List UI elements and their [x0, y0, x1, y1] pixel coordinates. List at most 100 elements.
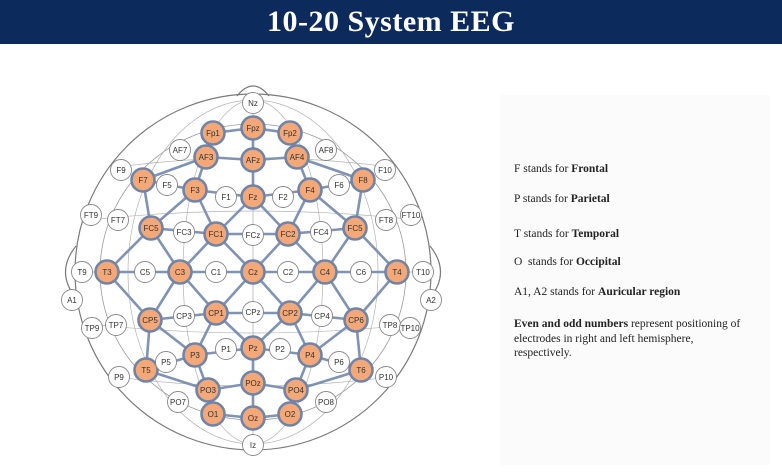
electrode-p4-label: P4: [305, 351, 315, 360]
legend-occipital-term: Occipital: [575, 256, 621, 268]
electrode-c6-marker: [350, 261, 372, 283]
electrode-ft7-marker: [107, 209, 129, 231]
legend-occipital: O stands for Occipital: [514, 256, 621, 268]
electrode-t9-label: T9: [77, 268, 87, 277]
electrode-t3: T3: [94, 259, 120, 285]
electrode-iz-marker: [242, 434, 264, 456]
electrode-po8-marker: [315, 391, 337, 413]
electrode-fp2-label: Fp2: [283, 129, 297, 138]
electrode-t10-label: T10: [416, 268, 430, 277]
electrode-ft9: FT9: [80, 204, 102, 226]
electrode-afz-label: AFz: [246, 156, 260, 165]
electrode-cp4-marker: [311, 305, 333, 327]
electrode-af3: AF3: [193, 144, 219, 170]
electrode-f9-label: F9: [116, 166, 126, 175]
electrode-o2: O2: [277, 401, 303, 427]
electrode-fpz: Fpz: [240, 115, 266, 141]
electrode-o1: O1: [200, 401, 226, 427]
legend-numbers-term: Even and odd numbers: [514, 318, 629, 330]
electrode-p3: P3: [182, 342, 208, 368]
electrode-ft7-label: FT7: [111, 216, 126, 225]
electrode-c3: C3: [167, 259, 193, 285]
legend-frontal: F stands for Frontal: [514, 163, 608, 175]
electrode-po3-marker: [195, 377, 221, 403]
electrode-iz-label: Iz: [250, 441, 256, 450]
electrode-fc5: FC5: [342, 215, 368, 241]
electrode-f4-label: F4: [305, 186, 315, 195]
electrode-t9: T9: [71, 261, 93, 283]
electrode-cpz: CPz: [242, 301, 264, 323]
electrode-p3-label: P3: [190, 351, 200, 360]
electrode-fcz: FCz: [242, 224, 264, 246]
electrode-t5-marker: [133, 357, 159, 383]
electrode-cp4: CP4: [311, 305, 333, 327]
electrode-f5-label: F5: [162, 181, 172, 190]
electrode-fc3-marker: [173, 221, 195, 243]
electrode-tp9-label: TP9: [85, 324, 100, 333]
electrode-af8: AF8: [315, 139, 337, 161]
latitude-arc: [89, 210, 417, 221]
legend-parietal-prefix: P stands for: [514, 193, 571, 205]
electrode-p9-marker: [108, 366, 130, 388]
electrode-t5-label: T5: [141, 366, 151, 375]
electrode-po7: PO7: [167, 391, 189, 413]
electrode-fp2: Fp2: [277, 120, 303, 146]
electrode-f10-marker: [374, 159, 396, 181]
electrode-fc5-label: FC5: [143, 224, 159, 233]
electrode-pz: Pz: [240, 335, 266, 361]
electrode-c1-marker: [205, 261, 227, 283]
electrode-tp9-marker: [81, 317, 103, 339]
electrode-p6-marker: [328, 351, 350, 373]
electrode-af4-marker: [284, 144, 310, 170]
latitude-arc: [89, 323, 417, 334]
electrode-t6-marker: [348, 357, 374, 383]
electrode-ft10-label: FT10: [402, 211, 421, 220]
electrode-a1-marker: [61, 289, 83, 311]
electrode-cp3-label: CP3: [176, 312, 192, 321]
electrode-fz-label: Fz: [249, 193, 258, 202]
electrode-f2-marker: [272, 186, 294, 208]
electrode-t4-label: T4: [392, 268, 402, 277]
electrode-tp8: TP8: [379, 314, 401, 336]
electrode-po4-label: PO4: [288, 386, 305, 395]
electrode-o1-label: O1: [208, 410, 219, 419]
electrode-af3-label: AF3: [199, 153, 214, 162]
electrode-cp5: CP5: [137, 307, 163, 333]
electrode-p2-marker: [269, 338, 291, 360]
electrode-afz: AFz: [240, 147, 266, 173]
electrode-fcz-marker: [242, 224, 264, 246]
electrode-cp1: CP1: [203, 300, 229, 326]
electrode-f3-marker: [182, 177, 208, 203]
electrode-p1-marker: [215, 338, 237, 360]
electrode-f4: F4: [297, 177, 323, 203]
electrode-nz-label: Nz: [248, 99, 258, 108]
electrode-fp1-label: Fp1: [206, 129, 220, 138]
electrode-po3-label: PO3: [200, 386, 217, 395]
electrode-c6: C6: [350, 261, 372, 283]
electrode-tp7-label: TP7: [109, 321, 124, 330]
electrode-cp6: CP6: [343, 307, 369, 333]
electrode-f10: F10: [374, 159, 396, 181]
electrode-po8-label: PO8: [318, 398, 335, 407]
electrode-fc5-marker: [138, 215, 164, 241]
electrode-c5-label: C5: [140, 268, 151, 277]
electrode-af7-marker: [169, 139, 191, 161]
electrode-fp1-marker: [200, 120, 226, 146]
electrode-p10-marker: [375, 366, 397, 388]
electrode-cp5-label: CP5: [142, 316, 158, 325]
electrode-cz-marker: [240, 259, 266, 285]
electrode-cp1-label: CP1: [208, 309, 224, 318]
electrode-cz: Cz: [240, 259, 266, 285]
electrode-c4-label: C4: [320, 268, 331, 277]
page-title: 10-20 System EEG: [267, 5, 515, 38]
legend-parietal: P stands for Parietal: [514, 193, 610, 205]
electrode-f2-label: F2: [278, 193, 288, 202]
electrode-f6-marker: [328, 174, 350, 196]
electrode-fcz-label: FCz: [246, 231, 261, 240]
electrode-c5: C5: [134, 261, 156, 283]
legend-numbers: Even and odd numbers represent positioni…: [514, 317, 754, 361]
electrode-p1-label: P1: [221, 345, 231, 354]
electrode-p5-marker: [155, 351, 177, 373]
